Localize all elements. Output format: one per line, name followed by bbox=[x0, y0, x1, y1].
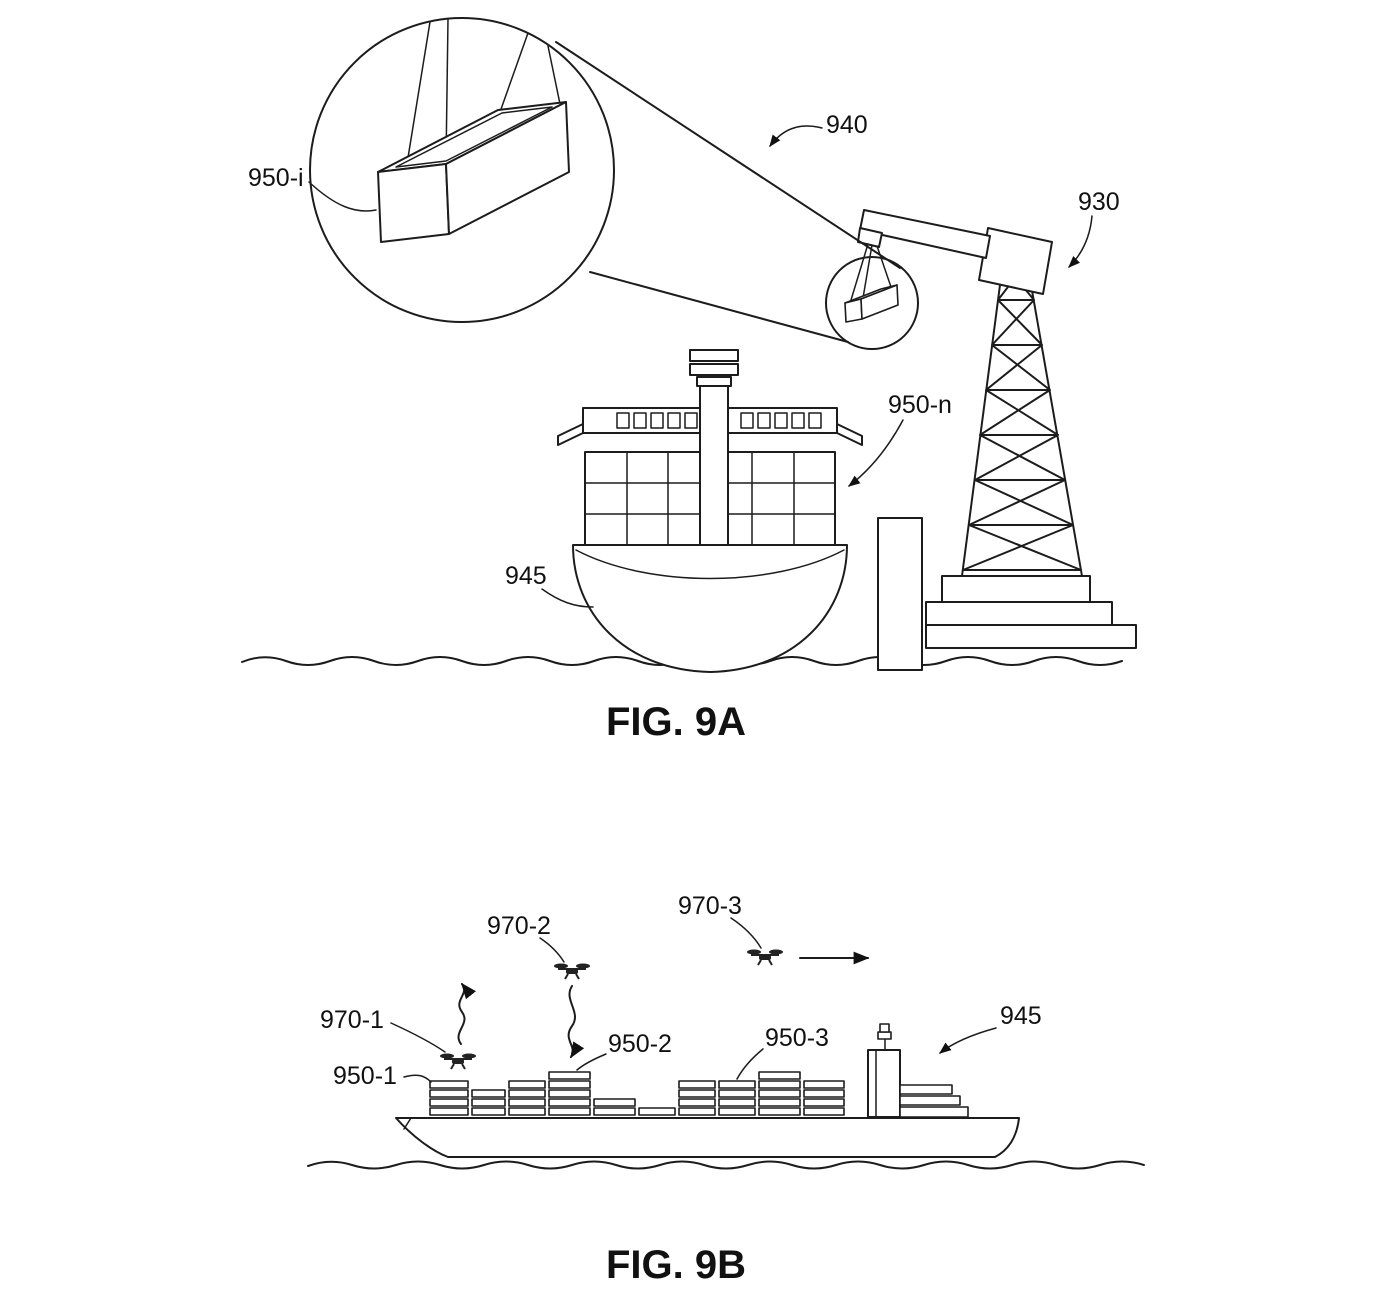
label-940: 940 bbox=[826, 111, 868, 139]
ship-mast bbox=[689, 349, 739, 546]
container-950i-box bbox=[377, 101, 570, 243]
leader-970-2 bbox=[539, 937, 565, 963]
label-970-3: 970-3 bbox=[678, 892, 742, 920]
small-detail-circle bbox=[825, 256, 919, 350]
crane-machinery-house bbox=[978, 227, 1053, 295]
ship-hull-side bbox=[395, 1117, 1020, 1158]
label-945-9a: 945 bbox=[505, 562, 547, 590]
label-945-9b: 945 bbox=[1000, 1002, 1042, 1030]
magnifier-line-top bbox=[555, 41, 901, 269]
bridge-windows bbox=[616, 412, 822, 429]
descent-arrow bbox=[567, 985, 585, 1059]
label-950-3: 950-3 bbox=[765, 1024, 829, 1052]
water-line-9b bbox=[307, 1160, 1145, 1170]
label-950-n: 950-n bbox=[888, 391, 952, 419]
bow-notch bbox=[395, 1117, 412, 1130]
ship-bow-view bbox=[557, 349, 863, 673]
label-930: 930 bbox=[1078, 188, 1120, 216]
leader-950-2 bbox=[576, 1053, 607, 1071]
leader-945-9a bbox=[541, 588, 594, 608]
label-970-1: 970-1 bbox=[320, 1006, 384, 1034]
leader-970-3 bbox=[730, 917, 762, 949]
container-stacks bbox=[429, 1071, 845, 1116]
leader-950-1 bbox=[403, 1074, 432, 1083]
crane-tower bbox=[961, 261, 1083, 577]
label-970-2: 970-2 bbox=[487, 912, 551, 940]
label-950-1: 950-1 bbox=[333, 1062, 397, 1090]
figure-9a-drawing: 950-i 940 930 950-n 945 FIG. 9A bbox=[241, 17, 1137, 744]
label-950-i: 950-i bbox=[248, 164, 304, 192]
magnifier-circle bbox=[309, 17, 901, 343]
hoist-cables-small bbox=[850, 243, 892, 301]
leader-950-n bbox=[848, 419, 904, 487]
labels-9b: 970-1 970-2 970-3 950-1 950-2 950-3 945 bbox=[320, 892, 1042, 1090]
quay-and-crane-base bbox=[877, 517, 1137, 671]
figure-9b-drawing: 970-1 970-2 970-3 950-1 950-2 950-3 945 … bbox=[307, 892, 1145, 1287]
uav-2-icon bbox=[553, 962, 591, 980]
magnifier-line-bottom bbox=[589, 271, 849, 343]
leader-930 bbox=[1068, 215, 1093, 268]
leader-970-1 bbox=[390, 1022, 446, 1053]
boom-tip-pulley bbox=[857, 227, 883, 248]
leader-940 bbox=[769, 125, 823, 147]
uav-3-icon bbox=[746, 948, 784, 966]
ascent-arrow bbox=[457, 982, 476, 1045]
labels-9a: 950-i 940 930 950-n 945 bbox=[248, 111, 1120, 608]
ship-superstructure bbox=[867, 1023, 969, 1118]
uav-1-icon bbox=[439, 1052, 477, 1070]
dock-piling bbox=[877, 517, 923, 671]
ship-hull bbox=[572, 544, 848, 673]
figure-9b-caption: FIG. 9B bbox=[606, 1243, 746, 1287]
crane-boom bbox=[850, 209, 1053, 301]
leader-950-i bbox=[308, 181, 377, 212]
hull-sheer-line bbox=[575, 549, 845, 580]
figure-9a-caption: FIG. 9A bbox=[606, 700, 746, 744]
label-950-2: 950-2 bbox=[608, 1030, 672, 1058]
leader-950-3 bbox=[736, 1048, 764, 1080]
ship-side-view bbox=[395, 1023, 1020, 1158]
leader-945-9b bbox=[939, 1027, 997, 1054]
flight-arrows bbox=[457, 951, 870, 1059]
